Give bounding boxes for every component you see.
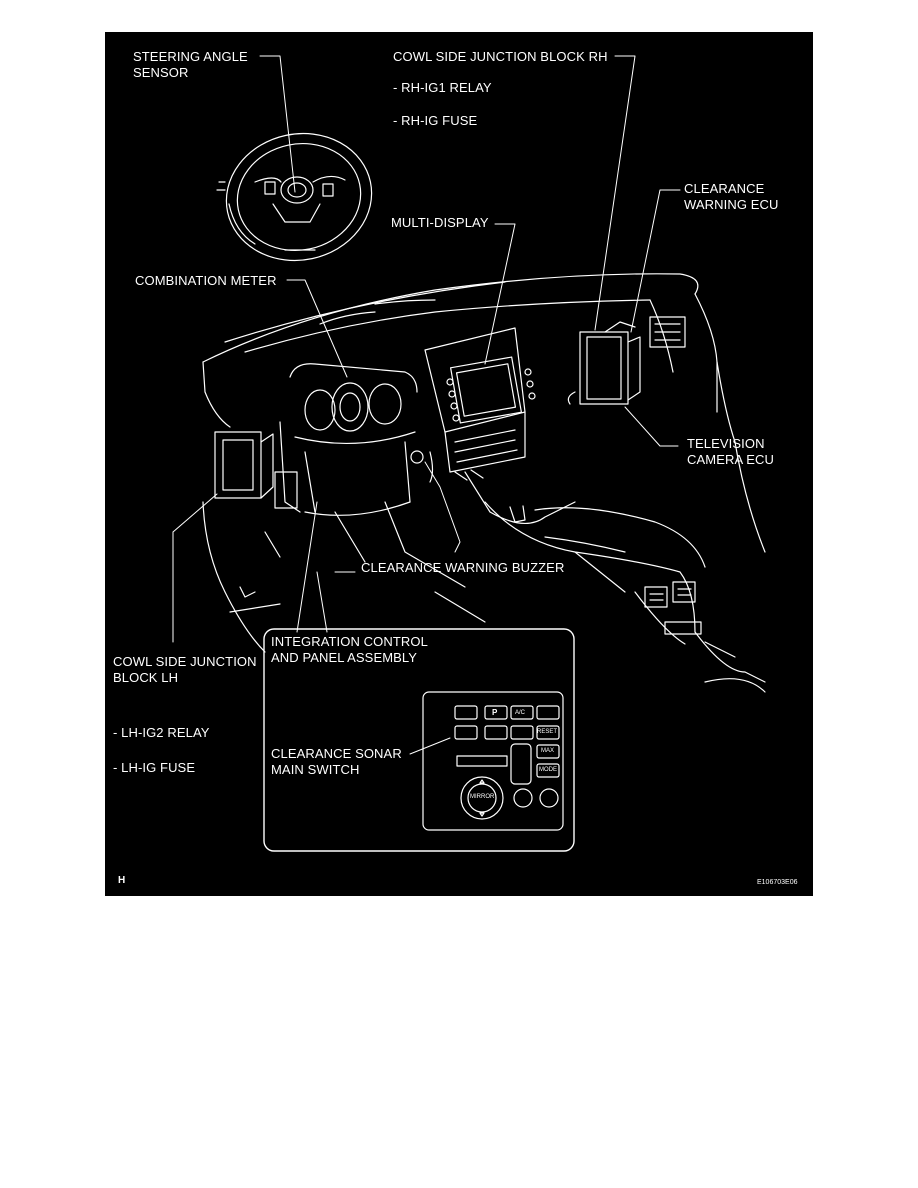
clearance-warning-buzzer-label: CLEARANCE WARNING BUZZER [361, 560, 565, 575]
steering-wheel-drawing [216, 132, 373, 262]
cowl-side-junction-block-lh-label: COWL SIDE JUNCTION BLOCK LH [113, 654, 257, 685]
ac-button-text: A/C [515, 710, 526, 716]
mode-button-text: MODE [539, 767, 557, 773]
park-button-text: P [492, 708, 498, 717]
steering-angle-sensor-label: STEERING ANGLE SENSOR [133, 49, 248, 80]
clearance-sonar-main-switch-label: CLEARANCE SONAR MAIN SWITCH [271, 746, 402, 777]
diagram-frame: STEERING ANGLE SENSOR COWL SIDE JUNCTION… [105, 32, 813, 896]
dashboard-drawing [202, 273, 766, 693]
rh-ig-fuse-label: - RH-IG FUSE [393, 113, 478, 128]
combination-meter-label: COMBINATION METER [135, 273, 277, 288]
integration-control-panel-label: INTEGRATION CONTROL AND PANEL ASSEMBLY [271, 634, 428, 665]
figure-code: E106703E06 [757, 879, 798, 886]
television-camera-ecu-label: TELEVISION CAMERA ECU [687, 436, 774, 467]
leader-lines [172, 55, 681, 755]
lh-ig-fuse-label: - LH-IG FUSE [113, 760, 196, 775]
mirror-button-text: MIRROR [470, 794, 495, 800]
corner-mark: H [118, 875, 126, 886]
multi-display-label: MULTI-DISPLAY [391, 215, 489, 230]
reset-button-text: RESET [537, 729, 558, 735]
clearance-warning-ecu-label: CLEARANCE WARNING ECU [684, 181, 779, 212]
rh-ig1-relay-label: - RH-IG1 RELAY [393, 80, 492, 95]
dashboard-illustration [172, 55, 766, 852]
cowl-side-junction-block-rh-label: COWL SIDE JUNCTION BLOCK RH [393, 49, 608, 64]
lh-ig2-relay-label: - LH-IG2 RELAY [113, 725, 210, 740]
max-button-text: MAX [541, 748, 555, 754]
integration-panel-inset [263, 628, 575, 852]
